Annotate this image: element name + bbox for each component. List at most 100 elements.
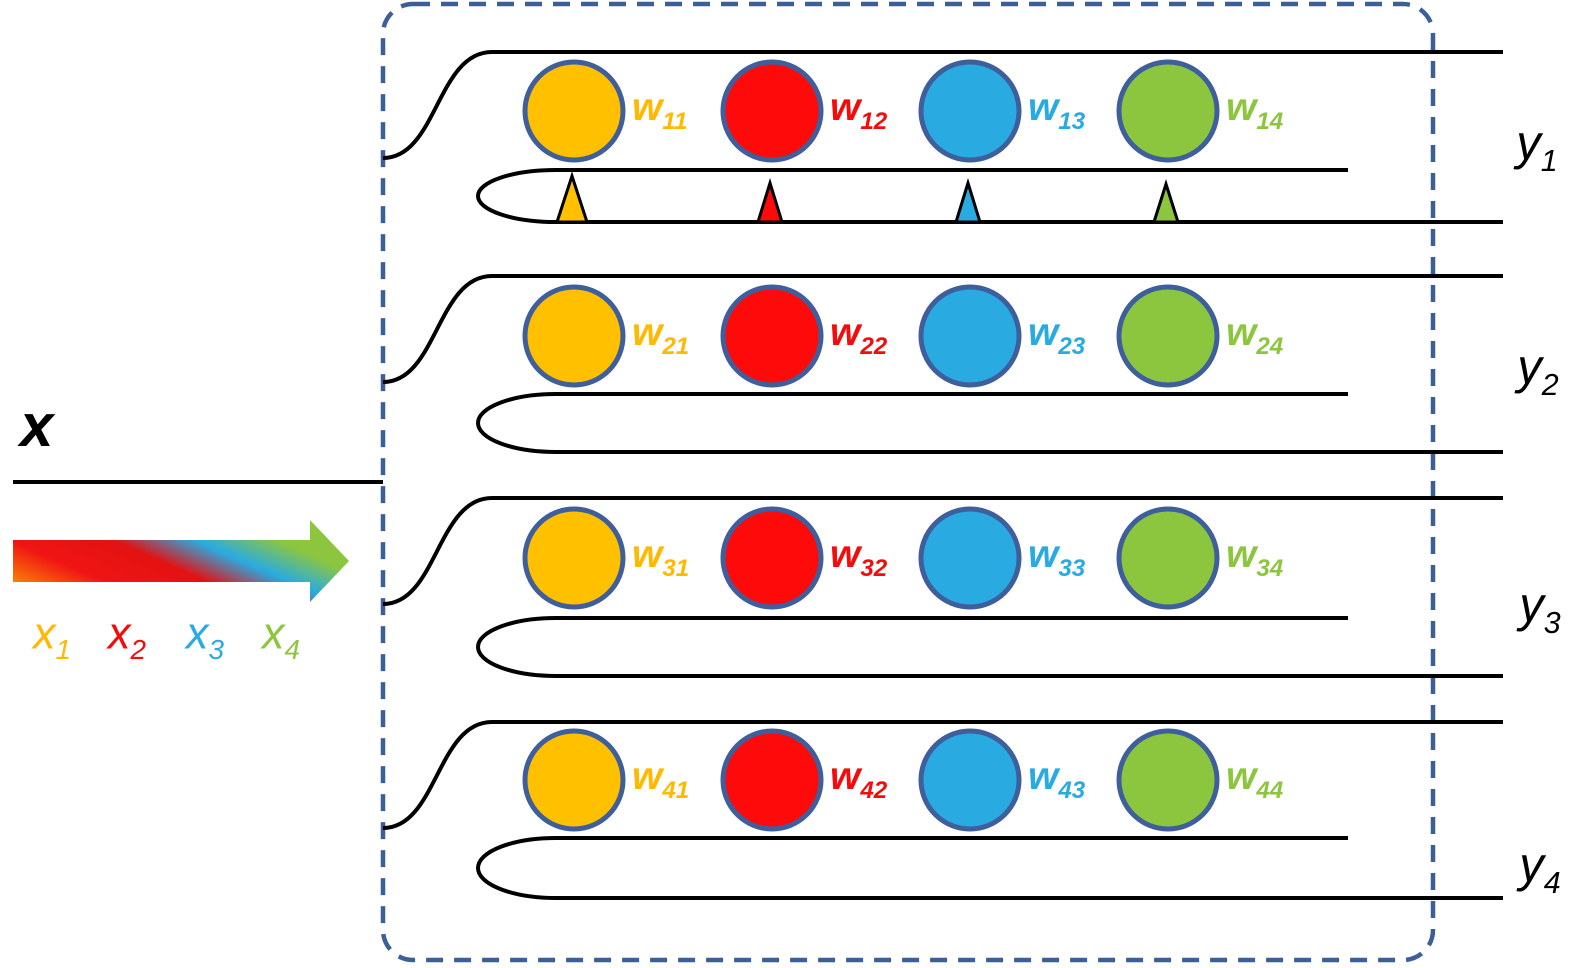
- input-label-x3: x3: [186, 610, 224, 664]
- row-4-input-waveguide: [382, 720, 1503, 830]
- microring-w44: [1116, 728, 1220, 832]
- input-vector-label: x: [20, 392, 54, 459]
- modulator-tick-3: [953, 177, 983, 224]
- weight-label-w32-subscript: 32: [860, 555, 888, 582]
- weight-label-w14: w14: [1226, 88, 1283, 134]
- microring-w12: [720, 59, 824, 163]
- input-label-x1-subscript: 1: [55, 633, 72, 665]
- weight-label-w44: w44: [1226, 757, 1283, 803]
- weight-label-w34-main: w: [1226, 532, 1257, 576]
- input-label-x4-main: x: [261, 607, 285, 659]
- weight-label-w24-main: w: [1226, 310, 1257, 354]
- input-label-x4-subscript: 4: [284, 633, 301, 665]
- input-label-x1-main: x: [32, 607, 56, 659]
- wdm-input-arrow: [13, 520, 349, 602]
- microring-w23: [918, 284, 1022, 388]
- weight-label-w42-main: w: [830, 754, 861, 798]
- row-1-drop-waveguide: [476, 168, 1503, 224]
- weight-label-w32: w32: [830, 535, 887, 581]
- row-3-input-waveguide: [382, 496, 1503, 606]
- weight-label-w23-subscript: 23: [1058, 333, 1086, 360]
- weight-label-w44-main: w: [1226, 754, 1257, 798]
- input-label-x3-main: x: [185, 607, 209, 659]
- weight-label-w21: w21: [632, 313, 689, 359]
- weight-label-w11-main: w: [632, 85, 663, 129]
- weight-label-w41: w41: [632, 757, 689, 803]
- modulator-tick-2: [755, 177, 785, 224]
- input-label-x4: x4: [262, 610, 300, 664]
- modulator-tick-1: [554, 171, 590, 224]
- output-label-y1-subscript: 1: [1540, 144, 1558, 179]
- weight-label-w31-subscript: 31: [662, 555, 690, 582]
- weight-label-w22-subscript: 22: [860, 333, 888, 360]
- weight-label-w31: w31: [632, 535, 689, 581]
- row-2-input-waveguide: [382, 274, 1503, 384]
- row-4-drop-waveguide: [476, 836, 1503, 900]
- weight-label-w41-subscript: 41: [662, 777, 690, 804]
- microring-w41: [522, 728, 626, 832]
- weight-label-w34: w34: [1226, 535, 1283, 581]
- microring-w43: [918, 728, 1022, 832]
- weight-label-w43-subscript: 43: [1058, 777, 1086, 804]
- input-label-x2-main: x: [107, 607, 131, 659]
- row-3-drop-waveguide: [476, 616, 1503, 678]
- row-1-input-waveguide: [382, 50, 1503, 160]
- input-label-x1: x1: [33, 610, 71, 664]
- weight-label-w33-main: w: [1028, 532, 1059, 576]
- microring-w14: [1116, 59, 1220, 163]
- weight-label-w22: w22: [830, 313, 887, 359]
- microring-w42: [720, 728, 824, 832]
- output-label-y2: y2: [1517, 340, 1559, 403]
- weight-label-w12: w12: [830, 88, 887, 134]
- output-label-y4: y4: [1519, 838, 1561, 901]
- weight-label-w13: w13: [1028, 88, 1085, 134]
- weight-label-w43-main: w: [1028, 754, 1059, 798]
- weight-label-w14-main: w: [1226, 85, 1257, 129]
- weight-label-w23-main: w: [1028, 310, 1059, 354]
- weight-label-w21-main: w: [632, 310, 663, 354]
- output-label-y4-subscript: 4: [1543, 866, 1561, 901]
- microring-w24: [1116, 284, 1220, 388]
- output-label-y3: y3: [1519, 578, 1560, 639]
- row-2-drop-waveguide: [476, 392, 1503, 454]
- modulator-tick-4: [1151, 179, 1181, 224]
- microring-w11: [522, 59, 626, 163]
- weight-label-w32-main: w: [830, 532, 861, 576]
- microring-w34: [1116, 506, 1220, 610]
- weight-label-w21-subscript: 21: [662, 333, 690, 360]
- output-label-y3-main: y: [1519, 578, 1544, 633]
- output-label-y1-main: y: [1516, 116, 1541, 171]
- microring-w21: [522, 284, 626, 388]
- weight-label-w12-main: w: [830, 85, 861, 129]
- microring-w22: [720, 284, 824, 388]
- weight-label-w13-subscript: 13: [1058, 108, 1086, 135]
- microring-w33: [918, 506, 1022, 610]
- weight-label-w14-subscript: 14: [1256, 108, 1284, 135]
- weight-label-w24-subscript: 24: [1256, 333, 1284, 360]
- weight-label-w43: w43: [1028, 757, 1085, 803]
- weight-label-w33: w33: [1028, 535, 1085, 581]
- weight-label-w41-main: w: [632, 754, 663, 798]
- microring-w32: [720, 506, 824, 610]
- weight-label-w42-subscript: 42: [860, 777, 888, 804]
- weight-label-w33-subscript: 33: [1058, 555, 1086, 582]
- microring-w13: [918, 59, 1022, 163]
- weight-label-w23: w23: [1028, 313, 1085, 359]
- output-label-y2-main: y: [1517, 340, 1542, 395]
- weight-label-w11: w11: [632, 88, 687, 134]
- weight-label-w22-main: w: [830, 310, 861, 354]
- weight-label-w31-main: w: [632, 532, 663, 576]
- input-label-x3-subscript: 3: [208, 633, 225, 665]
- weight-label-w34-subscript: 34: [1256, 555, 1284, 582]
- weight-bank-boundary: [380, 1, 1436, 963]
- output-label-y2-subscript: 2: [1541, 368, 1559, 403]
- output-label-y1: y1: [1516, 116, 1558, 179]
- weight-label-w44-subscript: 44: [1256, 777, 1284, 804]
- weight-label-w13-main: w: [1028, 85, 1059, 129]
- weight-label-w42: w42: [830, 757, 887, 803]
- weight-label-w12-subscript: 12: [860, 108, 888, 135]
- output-label-y4-main: y: [1519, 838, 1544, 893]
- weight-label-w11-subscript: 11: [662, 108, 688, 135]
